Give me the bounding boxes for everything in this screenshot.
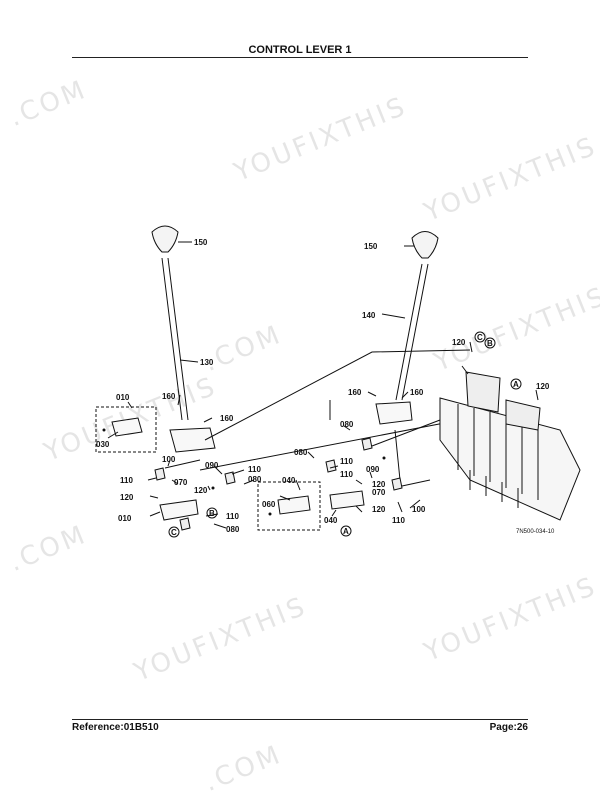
bracket bbox=[111, 417, 143, 437]
marker-c: C bbox=[477, 333, 483, 342]
detail-box-left bbox=[95, 406, 157, 453]
page-title: CONTROL LEVER 1 bbox=[248, 44, 352, 56]
callout: 010 bbox=[118, 514, 132, 523]
callout: 040 bbox=[324, 516, 338, 525]
callout: 070 bbox=[372, 488, 386, 497]
left-lever-base bbox=[169, 427, 216, 453]
footer-page-number: Page:26 bbox=[489, 722, 528, 733]
right-lever-rod bbox=[395, 263, 429, 401]
linkage-line bbox=[204, 349, 471, 441]
callout: 110 bbox=[340, 457, 353, 466]
diagram-code: 7N500-034-10 bbox=[516, 529, 555, 535]
bracket bbox=[159, 499, 199, 521]
parts-diagram: 150 130 160 160 010 030 100 110 070 120 … bbox=[95, 225, 581, 538]
callout: 160 bbox=[220, 414, 234, 423]
footer-rule bbox=[72, 719, 528, 720]
marker-c: C bbox=[171, 528, 177, 537]
callout: 080 bbox=[248, 475, 262, 484]
callout: 120 bbox=[194, 486, 208, 495]
rod bbox=[164, 419, 441, 487]
callout: 100 bbox=[412, 505, 426, 514]
callout: 110 bbox=[248, 465, 261, 474]
callout: 090 bbox=[205, 461, 219, 470]
bracket bbox=[277, 495, 311, 515]
callout: 110 bbox=[226, 512, 239, 521]
left-lever-rod bbox=[161, 257, 189, 421]
callout: 160 bbox=[162, 392, 176, 401]
right-knob bbox=[411, 231, 439, 259]
callout: 120 bbox=[452, 338, 466, 347]
callout: 060 bbox=[262, 500, 276, 509]
callout: 110 bbox=[392, 516, 405, 525]
bracket bbox=[329, 490, 365, 510]
callout: 110 bbox=[340, 470, 353, 479]
left-knob bbox=[151, 225, 179, 253]
callout: 150 bbox=[194, 238, 208, 247]
marker-a: A bbox=[343, 527, 349, 536]
marker-a: A bbox=[513, 380, 519, 389]
callout: 030 bbox=[96, 440, 110, 449]
callout: 010 bbox=[116, 393, 130, 402]
callout: 080 bbox=[340, 420, 354, 429]
callout: 140 bbox=[362, 311, 376, 320]
leader-line bbox=[279, 245, 539, 517]
callout: 120 bbox=[120, 493, 134, 502]
detail-box-right bbox=[257, 481, 321, 531]
callout: 100 bbox=[162, 455, 176, 464]
callout: 090 bbox=[366, 465, 380, 474]
callout: 040 bbox=[282, 476, 296, 485]
joint bbox=[154, 437, 403, 531]
callout: 080 bbox=[226, 525, 240, 534]
marker-b: B bbox=[487, 339, 493, 348]
callout: 070 bbox=[174, 478, 188, 487]
footer-reference: Reference:01B510 bbox=[72, 722, 159, 733]
callout: 110 bbox=[120, 476, 133, 485]
callout: 080 bbox=[294, 448, 308, 457]
callout: 120 bbox=[536, 382, 550, 391]
marker-b: B bbox=[209, 509, 215, 518]
linkage-line bbox=[199, 419, 461, 471]
callout: 160 bbox=[410, 388, 424, 397]
leader-line bbox=[107, 241, 255, 529]
callout: 150 bbox=[364, 242, 378, 251]
header-rule bbox=[72, 57, 528, 58]
control-valve bbox=[439, 371, 581, 521]
callout: 160 bbox=[348, 388, 362, 397]
right-lever-base bbox=[375, 401, 413, 425]
callout: 120 bbox=[372, 505, 386, 514]
callout: 120 bbox=[372, 480, 386, 489]
callout: 130 bbox=[200, 358, 214, 367]
linkage-line bbox=[329, 400, 401, 481]
